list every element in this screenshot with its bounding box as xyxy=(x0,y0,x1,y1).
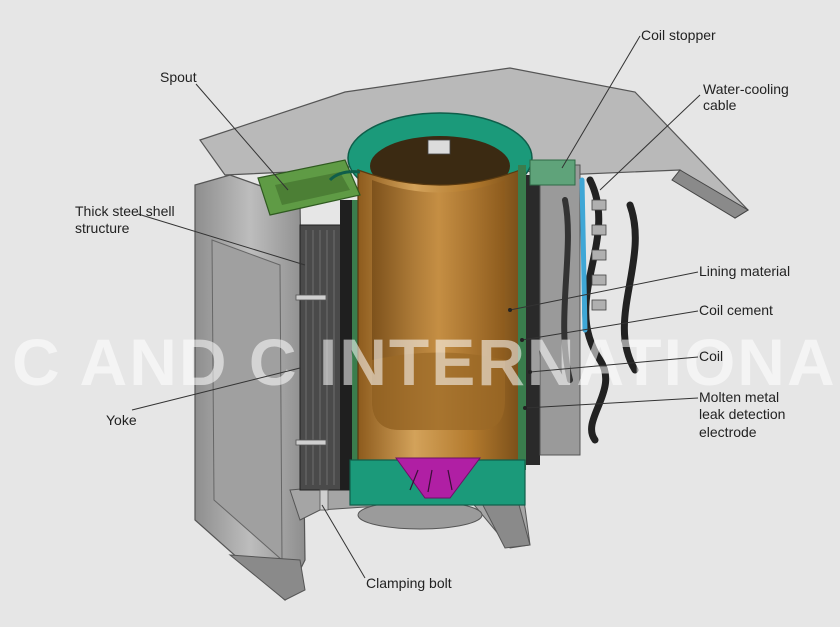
crucible-mouth xyxy=(370,136,510,196)
ring-lip xyxy=(328,170,361,182)
leader-dots xyxy=(508,308,532,410)
label-spout: Spout xyxy=(160,69,197,85)
cable-connectors xyxy=(591,199,607,311)
label-coil: Coil xyxy=(699,348,723,364)
electrode-wires xyxy=(409,469,453,493)
label-water-cooling-2: cable xyxy=(703,97,737,113)
coil-cement-left xyxy=(352,200,358,490)
label-molten-2: leak detection xyxy=(699,406,785,422)
platform-right-edge xyxy=(671,169,749,219)
label-coil-cement: Coil cement xyxy=(699,302,773,318)
leak-detection-electrode xyxy=(395,457,481,499)
crucible-cavity-shade xyxy=(372,352,505,430)
coil-stopper-block xyxy=(529,159,576,186)
label-lining-material: Lining material xyxy=(699,263,790,279)
label-yoke: Yoke xyxy=(106,412,137,428)
label-thick-steel-2: structure xyxy=(75,220,130,236)
label-thick-steel-1: Thick steel shell xyxy=(75,203,175,219)
leader-lines xyxy=(131,35,701,579)
watermark-text: C AND C INTERNATIONAL xyxy=(12,325,840,399)
left-frame-leg xyxy=(228,554,306,601)
label-molten-1: Molten metal xyxy=(699,389,779,405)
label-water-cooling-1: Water-cooling xyxy=(703,81,789,97)
coil-right xyxy=(526,175,540,465)
right-equipment-column xyxy=(539,164,581,456)
label-clamping-bolt: Clamping bolt xyxy=(366,575,452,591)
label-coil-stopper: Coil stopper xyxy=(641,27,716,43)
lid-handle xyxy=(427,139,451,155)
label-molten-3: electrode xyxy=(699,424,757,440)
clamping-bolts-left xyxy=(295,294,329,511)
coil-cement-right xyxy=(518,165,526,470)
